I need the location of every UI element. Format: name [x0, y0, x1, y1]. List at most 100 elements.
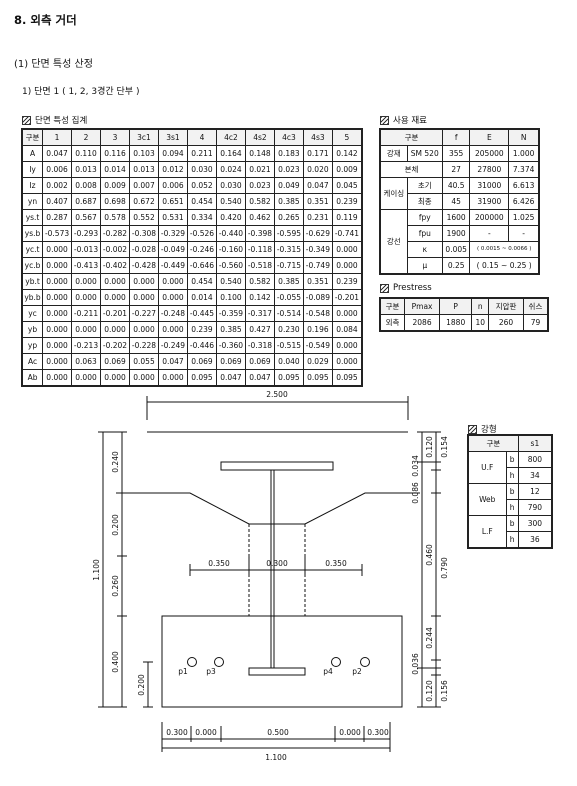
table-cell: 0.095	[331, 369, 363, 387]
table-cell: 0.000	[42, 337, 73, 354]
table-cell: 0.029	[302, 353, 333, 370]
th-gubun: 구분	[379, 128, 443, 146]
dim-mid-2: 0.300	[266, 559, 288, 568]
th: s1	[517, 434, 553, 452]
table-cell: 0.095	[273, 369, 304, 387]
th-f: f	[441, 128, 471, 146]
th: P	[439, 297, 473, 315]
hatch-icon	[468, 424, 477, 434]
dim-left-3: 0.260	[111, 575, 120, 597]
cell: 케이싱	[379, 177, 408, 210]
table-cell: 0.047	[157, 353, 188, 370]
section-table-header: 3s1	[157, 128, 188, 146]
th-n: N	[508, 128, 540, 146]
cell: h	[505, 531, 519, 549]
dim-bottom-width: 1.100	[265, 753, 287, 762]
cell: 79	[522, 314, 549, 332]
cell: 260	[488, 314, 524, 332]
dim-bottom-1: 0.300	[166, 728, 188, 737]
tendon-label-p3: p3	[206, 667, 216, 676]
dim-bottom-4: 0.000	[339, 728, 361, 737]
section-table-header: 4c2	[215, 128, 246, 146]
prestress-table-caption-text: Prestress	[393, 283, 432, 293]
cell: b	[505, 483, 519, 500]
dim-right-inner-3: 0.156	[440, 680, 449, 702]
materials-table-caption: 사용 재료	[380, 114, 427, 126]
cell: 0.25	[441, 257, 471, 275]
dim-left-total: 1.100	[92, 559, 101, 581]
table-cell: 0.000	[71, 369, 102, 387]
th: 쉬스	[522, 297, 549, 315]
th: 구분	[467, 434, 519, 452]
tendon-p1	[187, 657, 197, 667]
haunch-outline	[116, 492, 420, 525]
table-cell: 0.000	[331, 353, 363, 370]
dim-right-6: 0.036	[411, 653, 420, 675]
tendon-label-p4: p4	[323, 667, 333, 676]
dim-bottom-5: 0.300	[367, 728, 389, 737]
dim-mid-1: 0.350	[208, 559, 230, 568]
dim-right-inner-1: 0.034	[411, 455, 420, 477]
table-cell: 0.171	[302, 145, 333, 162]
th: 구분	[379, 297, 406, 315]
cell: 45	[441, 193, 471, 210]
table-cell: 0.095	[302, 369, 333, 387]
cell: ( 0.0015 ~ 0.0066 )	[469, 241, 540, 258]
subsubsection-heading: 1) 단면 1 ( 1, 2, 3경간 단부 )	[22, 87, 140, 97]
dim-right-4: 0.460	[425, 544, 434, 566]
cell: h	[505, 499, 519, 516]
section-table-header: 4s3	[302, 128, 333, 146]
materials-table: 구분 f E N 강재 SM 520 355 205000 1.000 본체 2…	[379, 128, 540, 275]
dim-bottom-2: 0.000	[195, 728, 217, 737]
dim-bottom-3: 0.500	[267, 728, 289, 737]
tendon-p4	[331, 657, 341, 667]
dim-top-width: 2.500	[266, 390, 288, 399]
hatch-icon	[380, 115, 389, 125]
prestress-table: 구분 Pmax P n 지압판 쉬스 외측 2086 1880 10 260 7…	[379, 297, 549, 332]
th-e: E	[469, 128, 510, 146]
dim-right-2: 0.120	[425, 436, 434, 458]
dim-mid-3: 0.350	[325, 559, 347, 568]
dim-right-1: 0.154	[440, 436, 449, 458]
table-cell: Ab	[21, 369, 44, 387]
cell: 1600	[441, 209, 471, 226]
lower-flange	[248, 667, 306, 676]
dim-left-2: 0.200	[111, 514, 120, 536]
cell: Web	[467, 483, 507, 516]
table-cell: 0.196	[302, 321, 333, 338]
steel-table-caption-text: 강형	[481, 425, 497, 435]
tendon-label-p2: p2	[352, 667, 362, 676]
dim-right-5: 0.244	[425, 627, 434, 649]
table-cell: 0.000	[42, 353, 73, 370]
dim-left-small: 0.200	[137, 674, 146, 696]
section-table-header: 4c3	[273, 128, 304, 146]
cell: 10	[471, 314, 490, 332]
table-cell: 0.000	[42, 369, 73, 387]
section-table-caption-text: 단면 특성 집계	[35, 116, 88, 126]
hatch-icon	[380, 283, 389, 293]
prestress-table-caption: Prestress	[380, 283, 432, 293]
dim-left-1: 0.240	[111, 451, 120, 473]
cell: 0.005	[441, 241, 471, 258]
th: 지압판	[488, 297, 524, 315]
cell: ( 0.15 ~ 0.25 )	[469, 257, 540, 275]
section-table-header: 4s2	[244, 128, 275, 146]
subsection-heading: (1) 단면 특성 산정	[14, 59, 93, 70]
table-cell: 0.000	[129, 369, 159, 387]
table-cell: 0.047	[244, 369, 275, 387]
table-cell: 0.063	[71, 353, 102, 370]
hatch-icon	[22, 115, 31, 125]
section-table-header: 1	[42, 128, 73, 146]
dim-right-3: 0.086	[411, 482, 420, 504]
upper-flange	[220, 461, 334, 471]
tendon-label-p1: p1	[178, 667, 188, 676]
section-table-caption: 단면 특성 집계	[22, 114, 87, 126]
